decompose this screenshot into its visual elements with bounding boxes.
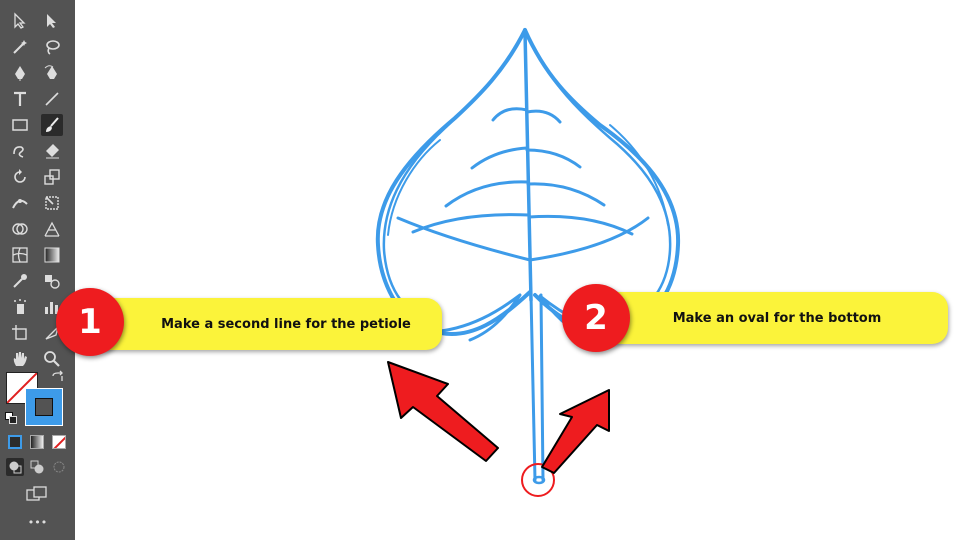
scale-tool-icon[interactable] xyxy=(41,166,63,188)
symbol-sprayer-tool-icon[interactable] xyxy=(9,296,31,318)
hand-tool-icon[interactable] xyxy=(9,348,31,370)
leaf-midrib xyxy=(523,30,533,302)
gradient-mode-icon[interactable] xyxy=(30,435,44,449)
callout-2-badge: 2 xyxy=(562,284,630,352)
tools-panel: ••• xyxy=(0,0,75,540)
curvature-tool-icon[interactable] xyxy=(41,62,63,84)
blend-tool-icon[interactable] xyxy=(41,270,63,292)
shape-builder-tool-icon[interactable] xyxy=(9,218,31,240)
gradient-tool-icon[interactable] xyxy=(41,244,63,266)
stroke-swatch[interactable] xyxy=(25,388,63,426)
direct-selection-tool-icon[interactable] xyxy=(41,10,63,32)
callout-1: Make a second line for the petiole xyxy=(90,298,442,350)
highlight-circle xyxy=(521,463,555,497)
petiole-line-2 xyxy=(539,293,545,482)
eraser-tool-icon[interactable] xyxy=(41,140,63,162)
lasso-tool-icon[interactable] xyxy=(41,36,63,58)
rectangle-tool-icon[interactable] xyxy=(9,114,31,136)
artboard-tool-icon[interactable] xyxy=(9,322,31,344)
paintbrush-tool-icon[interactable] xyxy=(41,114,63,136)
screen-mode-icon[interactable] xyxy=(26,486,48,502)
artboard-canvas[interactable] xyxy=(75,0,960,540)
type-tool-icon[interactable] xyxy=(9,88,31,110)
draw-normal-icon[interactable] xyxy=(6,458,24,476)
selection-tool-icon[interactable] xyxy=(9,10,31,32)
line-segment-tool-icon[interactable] xyxy=(41,88,63,110)
petiole-bottom-oval xyxy=(532,475,546,485)
edit-toolbar-more-button[interactable]: ••• xyxy=(27,516,48,529)
arrow-right xyxy=(541,389,610,474)
draw-inside-icon[interactable] xyxy=(50,458,68,476)
eyedropper-tool-icon[interactable] xyxy=(9,270,31,292)
perspective-grid-tool-icon[interactable] xyxy=(41,218,63,240)
none-mode-icon[interactable] xyxy=(52,435,66,449)
free-transform-tool-icon[interactable] xyxy=(41,192,63,214)
callout-2: Make an oval for the bottom xyxy=(596,292,948,344)
color-mode-icon[interactable] xyxy=(8,435,22,449)
pen-tool-icon[interactable] xyxy=(9,62,31,84)
swap-fill-stroke-icon[interactable] xyxy=(50,370,66,386)
column-graph-tool-icon[interactable] xyxy=(41,296,63,318)
shaper-tool-icon[interactable] xyxy=(9,140,31,162)
draw-behind-icon[interactable] xyxy=(28,458,46,476)
callout-1-badge: 1 xyxy=(56,288,124,356)
width-tool-icon[interactable] xyxy=(9,192,31,214)
arrow-left xyxy=(387,361,499,462)
petiole-line-1 xyxy=(529,293,537,482)
magic-wand-tool-icon[interactable] xyxy=(9,36,31,58)
zoom-tool-icon[interactable] xyxy=(41,348,63,370)
callout-2-text: Make an oval for the bottom xyxy=(672,310,882,326)
default-colors-icon[interactable] xyxy=(5,411,17,424)
callout-1-text: Make a second line for the petiole xyxy=(161,316,411,332)
mesh-tool-icon[interactable] xyxy=(9,244,31,266)
leaf-artwork xyxy=(375,28,681,497)
rotate-tool-icon[interactable] xyxy=(9,166,31,188)
